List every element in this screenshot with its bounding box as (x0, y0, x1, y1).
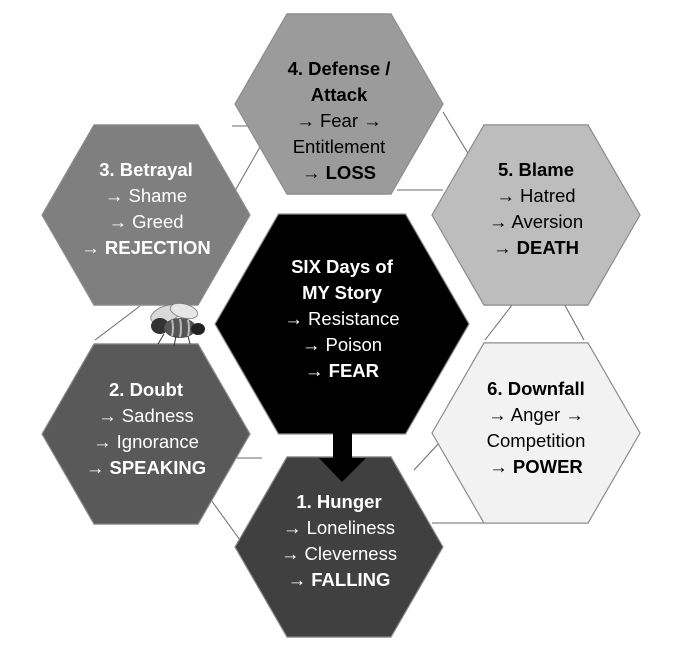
stage-hex-doubt-line: 2. Doubt (109, 379, 183, 400)
stage-hex-betrayal-line: → Shame (105, 185, 187, 206)
stage-hex-hunger-line: 1. Hunger (296, 491, 381, 512)
stage-hex-doubt-line: → Ignorance (93, 431, 199, 452)
stage-hex-downfall-line: 6. Downfall (487, 378, 585, 399)
stage-hex-hunger: 1. Hunger → Loneliness → Cleverness → FALLI… (234, 456, 444, 638)
stage-hex-doubt-shape (41, 343, 251, 525)
stage-hex-blame-line: → Aversion (489, 211, 583, 232)
stage-hex-betrayal-line: → Greed (108, 211, 183, 232)
connector-line (413, 441, 441, 471)
stage-hex-blame-shape (431, 124, 641, 306)
down-arrow-icon (319, 433, 366, 482)
stage-hex-defense-attack-shape (234, 13, 444, 195)
connector-line (210, 499, 241, 541)
connector-line (484, 299, 517, 341)
center-hex-shape (214, 213, 470, 435)
connector-line (442, 111, 473, 161)
stage-hex-defense-attack-line: 4. Defense / (288, 58, 391, 79)
center-hex-line: → FEAR (305, 360, 379, 381)
stage-hex-hunger-line: → FALLING (288, 569, 391, 590)
connector-line (561, 299, 585, 341)
bee-icon (150, 302, 205, 347)
center-hex-line: → Resistance (284, 308, 399, 329)
stage-hex-defense-attack-line: → Fear → (296, 110, 381, 131)
stage-hex-downfall-line: → POWER (489, 456, 583, 477)
stage-hex-downfall: 6. Downfall → Anger → Competition → POWER (431, 342, 641, 524)
stage-hex-blame: 5. Blame → Hatred → Aversion → DEATH (431, 124, 641, 306)
connector-line (94, 305, 141, 341)
stage-hex-defense-attack-line: Entitlement (293, 136, 386, 157)
stage-hex-blame-line: → Hatred (496, 185, 575, 206)
stage-hex-defense-attack-line: Attack (311, 84, 368, 105)
stage-hex-hunger-line: → Loneliness (283, 517, 395, 538)
stage-hex-doubt: 2. Doubt → Sadness → Ignorance → SPEAKING (41, 343, 251, 525)
center-hex-line: → Poison (302, 334, 382, 355)
center-hex: SIX Days of MY Story → Resistance → Poison →… (214, 213, 470, 435)
stage-hex-hunger-line: → Cleverness (281, 543, 397, 564)
stage-hex-defense-attack-line: → LOSS (302, 162, 376, 183)
stage-hex-betrayal: 3. Betrayal → Shame → Greed → REJECTION (41, 124, 251, 306)
center-hex-line: MY Story (302, 282, 383, 303)
stage-hex-doubt-line: → Sadness (98, 405, 194, 426)
stage-hex-defense-attack: 4. Defense / Attack → Fear → Entitlement → L… (234, 13, 444, 195)
stage-hex-downfall-line: Competition (487, 430, 586, 451)
stage-hex-hunger-shape (234, 456, 444, 638)
stage-hex-downfall-line: → Anger → (488, 404, 584, 425)
stage-hex-betrayal-line: → REJECTION (81, 237, 211, 258)
stage-hex-doubt-line: → SPEAKING (86, 457, 206, 478)
stage-hex-betrayal-shape (41, 124, 251, 306)
stage-hex-blame-line: → DEATH (493, 237, 579, 258)
stage-hex-downfall-shape (431, 342, 641, 524)
stage-hex-blame-line: 5. Blame (498, 159, 574, 180)
center-hex-line: SIX Days of (291, 256, 394, 277)
stage-hex-betrayal-line: 3. Betrayal (99, 159, 193, 180)
